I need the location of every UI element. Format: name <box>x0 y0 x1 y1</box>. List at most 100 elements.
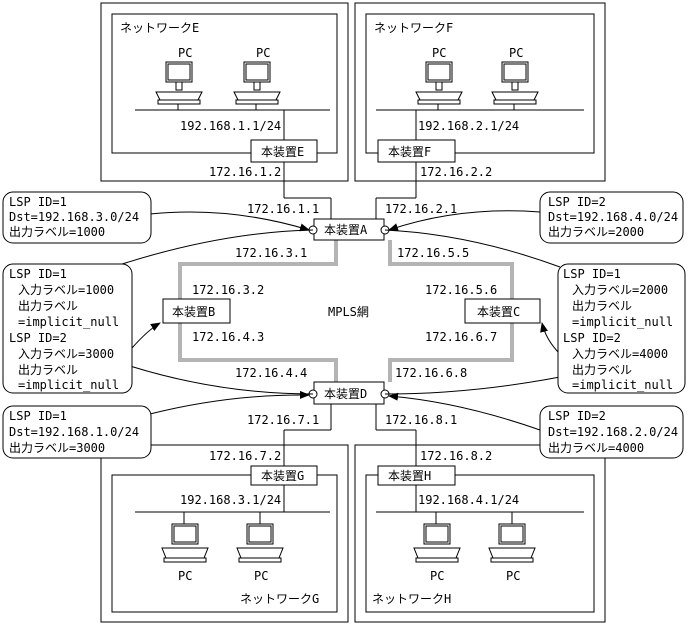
svg-text:本装置B: 本装置B <box>172 305 215 319</box>
ip-a-c: 172.16.5.5 <box>397 246 469 260</box>
svg-text:Dst=192.168.1.0/24: Dst=192.168.1.0/24 <box>9 425 139 439</box>
svg-text:LSP ID=1: LSP ID=1 <box>9 409 67 423</box>
svg-text:LSP ID=2: LSP ID=2 <box>548 195 606 209</box>
svg-text:出力ラベル: 出力ラベル <box>18 363 78 377</box>
ip-c-a: 172.16.5.6 <box>425 283 497 297</box>
callout-c: LSP ID=1 入力ラベル=2000 出力ラベル =implicit_null… <box>557 263 686 394</box>
callout-a-left: LSP ID=1 Dst=192.168.3.0/24 出力ラベル=1000 <box>2 191 152 244</box>
pc-icon <box>155 61 203 105</box>
svg-text:本装置F: 本装置F <box>388 145 431 159</box>
ip-d-c: 172.16.6.8 <box>395 366 467 380</box>
ip-h-uplink: 172.16.8.2 <box>420 449 492 463</box>
device-d: 本装置D <box>313 381 385 405</box>
svg-text:LSP ID=1: LSP ID=1 <box>9 195 67 209</box>
mpls-core-links <box>178 240 514 382</box>
svg-text:Dst=192.168.3.0/24: Dst=192.168.3.0/24 <box>9 210 139 224</box>
svg-text:本装置C: 本装置C <box>477 305 520 319</box>
ip-a-e: 172.16.1.1 <box>247 202 319 216</box>
svg-text:LSP ID=2: LSP ID=2 <box>9 331 67 345</box>
device-a: 本装置A <box>313 218 385 241</box>
ip-d-h: 172.16.8.1 <box>385 413 457 427</box>
device-f: 本装置F <box>377 139 456 163</box>
network-f: ネットワークF PC PC 192.168.2.1/24 <box>354 2 606 182</box>
svg-text:出力ラベル: 出力ラベル <box>18 299 78 313</box>
pc-label: PC <box>509 46 523 60</box>
svg-text:出力ラベル=3000: 出力ラベル=3000 <box>9 441 105 455</box>
svg-text:入力ラベル=4000: 入力ラベル=4000 <box>572 347 668 361</box>
svg-text:本装置D: 本装置D <box>324 387 367 401</box>
pc-icon <box>491 61 539 105</box>
svg-text:本装置A: 本装置A <box>324 223 368 237</box>
svg-text:入力ラベル=2000: 入力ラベル=2000 <box>572 283 668 297</box>
network-e: ネットワークE PC PC 192.168.1.1/24 <box>100 2 349 182</box>
network-h: 192.168.4.1/24 PC PC ネットワークH <box>354 444 606 623</box>
pc-label: PC <box>432 46 446 60</box>
pc-label: PC <box>506 569 520 583</box>
svg-text:LSP ID=2: LSP ID=2 <box>563 331 621 345</box>
callout-a-right: LSP ID=2 Dst=192.168.4.0/24 出力ラベル=2000 <box>539 191 684 244</box>
network-g: 192.168.3.1/24 PC PC ネットワークG <box>100 444 349 623</box>
callout-d-right: LSP ID=2 Dst=192.168.2.0/24 出力ラベル=4000 <box>539 405 684 459</box>
svg-text:本装置G: 本装置G <box>261 469 304 483</box>
ip-c-d: 172.16.6.7 <box>425 330 497 344</box>
svg-text:LSP ID=2: LSP ID=2 <box>548 409 606 423</box>
svg-text:本装置E: 本装置E <box>261 145 304 159</box>
svg-text:=implicit_null: =implicit_null <box>572 315 673 329</box>
network-h-name: ネットワークH <box>372 592 451 606</box>
ip-d-g: 172.16.7.1 <box>247 413 319 427</box>
device-h: 本装置H <box>377 465 456 486</box>
svg-text:本装置H: 本装置H <box>388 469 431 483</box>
network-f-name: ネットワークF <box>374 21 453 35</box>
callout-connectors <box>115 210 561 431</box>
link-address-labels: 172.16.1.2 172.16.2.2 172.16.1.1 172.16.… <box>192 165 497 463</box>
pc-icon <box>415 61 463 105</box>
svg-text:LSP ID=1: LSP ID=1 <box>9 267 67 281</box>
svg-text:=implicit_null: =implicit_null <box>18 378 119 392</box>
ip-f-uplink: 172.16.2.2 <box>420 165 492 179</box>
ip-d-b: 172.16.4.4 <box>235 366 307 380</box>
pc-icon <box>413 523 461 563</box>
svg-text:出力ラベル: 出力ラベル <box>572 299 632 313</box>
svg-text:=implicit_null: =implicit_null <box>572 378 673 392</box>
svg-text:入力ラベル=3000: 入力ラベル=3000 <box>18 347 114 361</box>
svg-text:出力ラベル=4000: 出力ラベル=4000 <box>548 441 644 455</box>
ip-a-f: 172.16.2.1 <box>385 202 457 216</box>
pc-label: PC <box>256 46 270 60</box>
svg-text:入力ラベル=1000: 入力ラベル=1000 <box>18 283 114 297</box>
subnet-f: 192.168.2.1/24 <box>418 119 519 133</box>
callout-d-left: LSP ID=1 Dst=192.168.1.0/24 出力ラベル=3000 <box>2 405 152 459</box>
ip-a-b: 172.16.3.1 <box>235 246 307 260</box>
link-lines <box>283 162 417 466</box>
callout-b: LSP ID=1 入力ラベル=1000 出力ラベル =implicit_null… <box>2 263 133 394</box>
svg-text:出力ラベル=1000: 出力ラベル=1000 <box>9 225 105 239</box>
svg-text:=implicit_null: =implicit_null <box>18 315 119 329</box>
pc-label: PC <box>178 46 192 60</box>
network-g-name: ネットワークG <box>240 592 319 606</box>
svg-text:出力ラベル: 出力ラベル <box>572 363 632 377</box>
pc-icon <box>233 61 281 105</box>
network-e-name: ネットワークE <box>120 21 199 35</box>
ip-e-uplink: 172.16.1.2 <box>209 165 281 179</box>
subnet-h: 192.168.4.1/24 <box>418 493 519 507</box>
ip-b-a: 172.16.3.2 <box>192 283 264 297</box>
device-c: 本装置C <box>464 298 541 324</box>
svg-text:LSP ID=1: LSP ID=1 <box>563 267 621 281</box>
pc-icon <box>161 523 209 563</box>
device-e: 本装置E <box>250 139 318 163</box>
subnet-g: 192.168.3.1/24 <box>180 493 281 507</box>
pc-label: PC <box>430 569 444 583</box>
pc-label: PC <box>254 569 268 583</box>
device-b: 本装置B <box>162 298 231 324</box>
svg-text:Dst=192.168.4.0/24: Dst=192.168.4.0/24 <box>548 210 678 224</box>
svg-text:Dst=192.168.2.0/24: Dst=192.168.2.0/24 <box>548 425 678 439</box>
ip-b-d: 172.16.4.3 <box>192 330 264 344</box>
ip-g-uplink: 172.16.7.2 <box>209 449 281 463</box>
pc-icon <box>488 523 536 563</box>
device-g: 本装置G <box>250 465 318 486</box>
subnet-e: 192.168.1.1/24 <box>180 119 281 133</box>
mpls-label: MPLS網 <box>328 305 369 319</box>
pc-label: PC <box>178 569 192 583</box>
svg-text:出力ラベル=2000: 出力ラベル=2000 <box>548 225 644 239</box>
pc-icon <box>236 523 284 563</box>
